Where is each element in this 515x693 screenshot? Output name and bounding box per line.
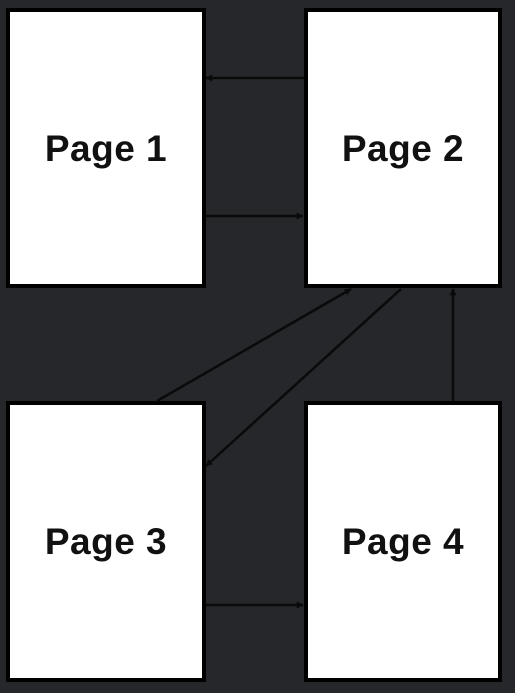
page-1-box: Page 1 bbox=[6, 8, 206, 288]
page-3-label: Page 3 bbox=[44, 521, 168, 562]
page-1-label: Page 1 bbox=[44, 127, 168, 169]
arrow-page-3-to-page-2 bbox=[156, 287, 352, 403]
page-2-label: Page 2 bbox=[341, 127, 465, 169]
page-2-box: Page 2 bbox=[304, 8, 502, 288]
arrow-page-2-to-page-3 bbox=[205, 288, 402, 467]
page-4-label: Page 4 bbox=[341, 521, 465, 562]
page-4-box: Page 4 bbox=[304, 401, 502, 682]
page-3-box: Page 3 bbox=[6, 401, 206, 682]
